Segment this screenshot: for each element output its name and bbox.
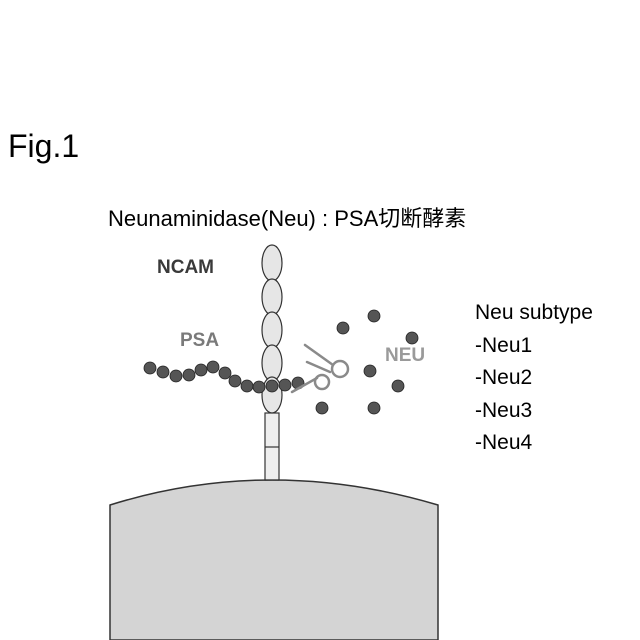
free-bead [364,365,376,377]
free-bead [406,332,418,344]
psa-label: PSA [180,330,219,352]
neu-label: NEU [385,345,425,367]
free-bead [368,310,380,322]
figure-label: Fig.1 [8,128,79,165]
ncam-domain [262,312,282,348]
psa-bead [279,379,291,391]
psa-bead [144,362,156,374]
ncam-label: NCAM [157,257,214,279]
free-bead [337,322,349,334]
psa-bead [183,369,195,381]
psa-bead [253,381,265,393]
free-bead [392,380,404,392]
neu-subtype-item: -Neu3 [475,395,593,428]
neu-subtype-item: -Neu1 [475,330,593,363]
ncam-stem [265,413,279,480]
psa-bead [219,367,231,379]
free-bead [368,402,380,414]
neu-subtype-heading: Neu subtype [475,297,593,330]
neu-subtype-item: -Neu4 [475,427,593,460]
figure-title: Neunaminidase(Neu) : PSA切断酵素 [108,201,466,233]
psa-bead [207,361,219,373]
cell-membrane [110,480,438,640]
neu-subtype-list: Neu subtype -Neu1 -Neu2 -Neu3 -Neu4 [475,297,593,460]
psa-bead [266,380,278,392]
ncam-domain [262,279,282,315]
psa-bead [157,366,169,378]
psa-bead [241,380,253,392]
psa-bead [170,370,182,382]
ncam-domain [262,245,282,281]
neu-subtype-item: -Neu2 [475,362,593,395]
free-bead [316,402,328,414]
psa-bead [195,364,207,376]
ncam-domain [262,345,282,381]
psa-bead [229,375,241,387]
